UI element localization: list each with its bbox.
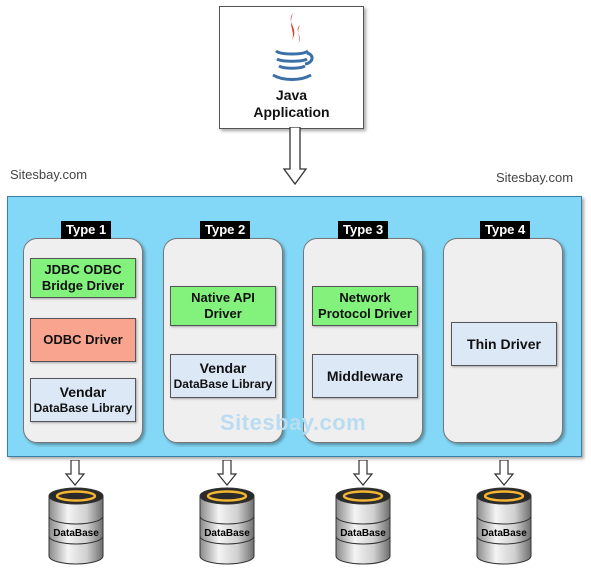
database-1: DataBase xyxy=(46,486,106,568)
box-line1: JDBC ODBC xyxy=(44,262,122,277)
down-arrow-icon xyxy=(64,460,86,486)
box-line2: Protocol Driver xyxy=(318,306,412,321)
box-line1: Middleware xyxy=(326,368,404,384)
down-arrow-icon xyxy=(216,460,238,486)
type3-label: Type 3 xyxy=(338,221,389,239)
watermark-left: Sitesbay.com xyxy=(10,167,88,182)
jdbc-odbc-bridge-driver-box: JDBC ODBC Bridge Driver xyxy=(30,258,136,298)
vendor-db-library-box: Vendar DataBase Library xyxy=(30,378,136,422)
watermark-center: Sitesbay.com xyxy=(220,410,367,435)
database-3: DataBase xyxy=(333,486,393,568)
box-line1: Network xyxy=(339,290,391,305)
database-label: DataBase xyxy=(481,528,527,539)
box-line1: Vendar xyxy=(59,384,107,400)
type2-column xyxy=(163,238,283,443)
box-line1: Vendar xyxy=(199,360,247,376)
database-label: DataBase xyxy=(204,528,250,539)
box-line2: Driver xyxy=(204,306,242,321)
database-icon xyxy=(476,487,532,565)
box-line1: Native API xyxy=(191,290,255,305)
type2-label: Type 2 xyxy=(200,221,251,239)
box-line2: DataBase Library xyxy=(173,377,273,391)
middleware-box: Middleware xyxy=(312,354,418,398)
box-line2: Bridge Driver xyxy=(41,278,125,293)
database-icon xyxy=(199,487,255,565)
watermark-right: Sitesbay.com xyxy=(496,170,574,185)
database-label: DataBase xyxy=(53,528,99,539)
box-line2: DataBase Library xyxy=(33,401,133,415)
type3-column xyxy=(303,238,423,443)
type1-label: Type 1 xyxy=(61,221,112,239)
native-api-driver-box: Native API Driver xyxy=(170,286,276,326)
database-icon xyxy=(335,487,391,565)
database-2: DataBase xyxy=(197,486,257,568)
odbc-driver-box: ODBC Driver xyxy=(30,318,136,362)
network-protocol-driver-box: Network Protocol Driver xyxy=(312,286,418,326)
vendor-db-library-box: Vendar DataBase Library xyxy=(170,354,276,398)
database-label: DataBase xyxy=(340,528,386,539)
box-line1: Thin Driver xyxy=(467,336,541,352)
app-title-line1: Java xyxy=(275,87,308,103)
type4-label: Type 4 xyxy=(480,221,531,239)
java-application-box: Java Application xyxy=(219,6,364,129)
app-title-line2: Application xyxy=(253,104,330,120)
down-arrow-icon xyxy=(493,460,515,486)
down-arrow-icon xyxy=(352,460,374,486)
database-4: DataBase xyxy=(474,486,534,568)
thin-driver-box: Thin Driver xyxy=(451,322,557,366)
java-logo-icon xyxy=(272,13,314,81)
box-line1: ODBC Driver xyxy=(43,332,123,347)
database-icon xyxy=(48,487,104,565)
down-arrow-icon xyxy=(282,127,308,186)
